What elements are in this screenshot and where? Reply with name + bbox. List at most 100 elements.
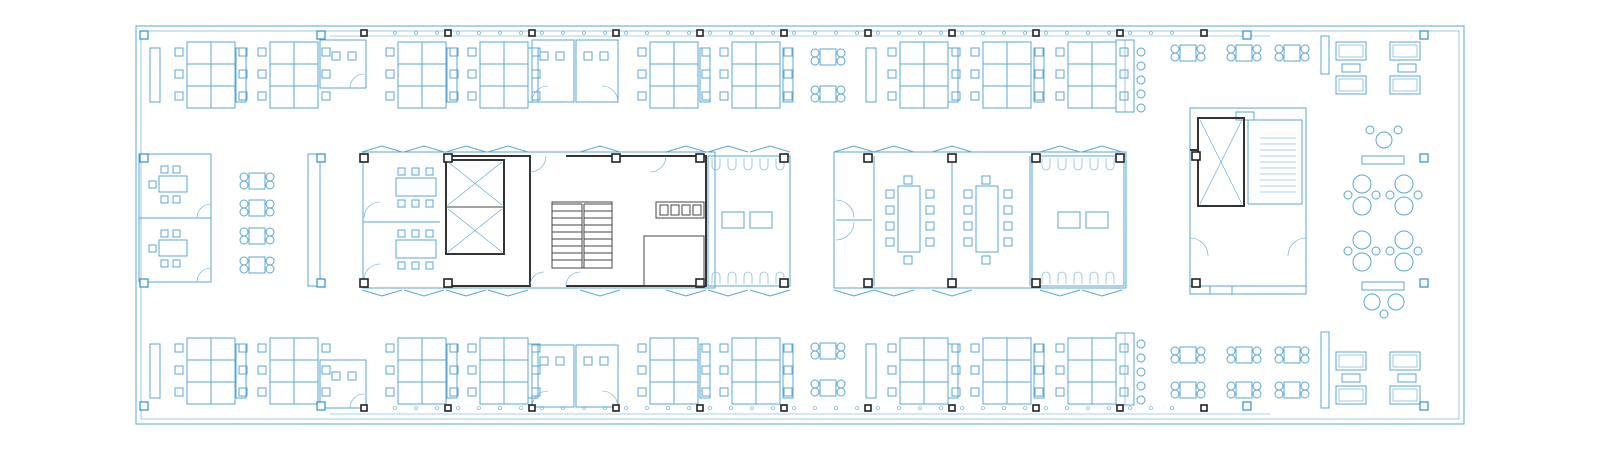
ceiling-marker (1107, 406, 1111, 410)
ceiling-marker (540, 31, 544, 35)
desk-chair (321, 69, 331, 79)
storage-cabinet (1033, 343, 1045, 399)
storage-cabinet (782, 47, 794, 103)
stool (1136, 103, 1146, 113)
desk-chair (783, 343, 793, 353)
chair (239, 235, 249, 245)
ceiling-marker (561, 31, 565, 35)
chair (1371, 246, 1381, 256)
column (780, 404, 788, 412)
window-bay (1081, 289, 1123, 297)
desk-chair (449, 387, 459, 397)
column (947, 153, 957, 163)
ceiling-marker (393, 406, 397, 410)
storage-cabinet (446, 343, 458, 399)
chair (172, 195, 181, 204)
chair (1300, 389, 1310, 399)
storage-cabinet (947, 343, 959, 399)
small-office (319, 359, 367, 409)
restroom-block (1031, 155, 1125, 287)
ceiling-marker (603, 406, 607, 410)
chair (397, 261, 406, 270)
desk-chair (449, 69, 459, 79)
coffee-table (1341, 63, 1361, 73)
round-table (1387, 293, 1405, 311)
desk-pair-right (673, 337, 699, 405)
table (1235, 346, 1253, 364)
ceiling-marker (897, 31, 901, 35)
ceiling-marker (498, 31, 502, 35)
chair (1226, 52, 1236, 62)
ceiling-marker (1149, 31, 1153, 35)
ceiling-marker (1086, 406, 1090, 410)
desk-pair-right (755, 41, 781, 109)
desk-pair-left (269, 41, 295, 109)
toilet (759, 271, 769, 284)
chair (963, 205, 973, 215)
table-set (1226, 381, 1262, 399)
booth-chair (555, 356, 565, 366)
desk-chair (257, 91, 267, 101)
office-chair (347, 51, 357, 61)
column (779, 153, 789, 163)
desk-chair (321, 343, 331, 353)
chair (411, 261, 420, 270)
chair (239, 180, 249, 190)
column (139, 278, 149, 288)
table (1283, 346, 1301, 364)
meeting-table (395, 177, 437, 197)
chair (1252, 354, 1262, 364)
door-swing (1189, 237, 1209, 257)
shaft-cross (1199, 119, 1243, 205)
storage-cabinet (865, 47, 877, 103)
chair (836, 85, 846, 95)
toilet (711, 158, 721, 171)
desk-chair (449, 91, 459, 101)
desk-chair (449, 365, 459, 375)
core-envelope (362, 151, 716, 289)
table-set (1170, 44, 1206, 62)
meeting-room-walls (138, 153, 212, 219)
ceiling-marker (939, 31, 943, 35)
ceiling-marker (477, 31, 481, 35)
desk-chair (701, 343, 711, 353)
table-set (239, 227, 275, 245)
desk-chair (970, 91, 980, 101)
ceiling-marker (1065, 406, 1069, 410)
chair (148, 244, 157, 253)
chair (160, 259, 169, 268)
chair (925, 237, 935, 247)
east-core-envelope (1189, 107, 1307, 295)
wall-panel (1320, 331, 1330, 409)
workstation-cluster (467, 41, 541, 109)
column (360, 404, 368, 412)
sofa-seat (1392, 354, 1418, 368)
ceiling-marker (666, 406, 670, 410)
desk-chair (385, 47, 395, 57)
window-bay (487, 145, 529, 153)
ceiling-marker (876, 406, 880, 410)
workstation-cluster (257, 337, 331, 405)
ceiling-marker (393, 31, 397, 35)
desk-chair (637, 343, 647, 353)
office-chair (331, 51, 341, 61)
office-room (319, 39, 367, 89)
table-set (1170, 381, 1206, 399)
desk-chair (257, 387, 267, 397)
column (1200, 404, 1208, 412)
desk-chair (637, 91, 647, 101)
desk-pair-left (982, 41, 1008, 109)
core-meeting-room (363, 229, 437, 281)
desk-pair-right (1091, 41, 1117, 109)
ceiling-marker (1044, 406, 1048, 410)
building-outline (135, 25, 1465, 425)
chair (810, 93, 820, 103)
sofa (1335, 41, 1367, 61)
toilet (1105, 158, 1115, 171)
desk-pair-right (293, 337, 319, 405)
shaft-cross (447, 161, 503, 206)
restroom-block (707, 155, 791, 287)
workstation-cluster (719, 337, 793, 405)
desk-chair (174, 47, 184, 57)
storage-cabinet (235, 343, 247, 399)
